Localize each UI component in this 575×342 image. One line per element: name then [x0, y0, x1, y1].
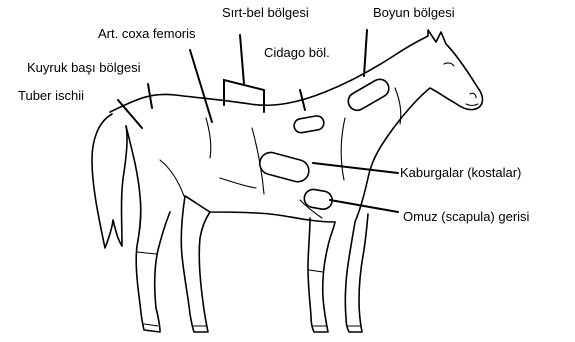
horse-detail-mouth [466, 104, 478, 106]
label-sirt-bel: Sırt-bel bölgesi [222, 5, 309, 20]
horse-detail-flank [220, 178, 256, 188]
label-tuber: Tuber ischii [18, 88, 84, 103]
horse-detail-shoulder [341, 118, 345, 180]
horse-fore-leg-right [345, 214, 368, 332]
label-kuyruk: Kuyruk başı bölgesi [27, 60, 140, 75]
marker-neck-region [345, 76, 392, 114]
marker-ribs-region [257, 150, 311, 184]
horse-detail-hock [137, 252, 156, 254]
label-cidago: Cidago böl. [264, 45, 330, 60]
leader-boyun [364, 30, 367, 76]
marker-withers-region [293, 115, 325, 134]
horse-hind-leg-rear [126, 126, 170, 332]
horse-detail-nostril [470, 93, 476, 98]
horse-illustration [92, 30, 483, 332]
horse-detail-eye [444, 63, 454, 66]
leader-kaburgalar [313, 163, 398, 173]
horse-fore-leg-left [308, 218, 335, 332]
horse-tail [92, 114, 127, 248]
horse-detail-hip [206, 118, 211, 158]
label-art-coxa: Art. coxa femoris [98, 26, 196, 41]
leader-tuber [118, 100, 142, 128]
label-kaburgalar: Kaburgalar (kostalar) [400, 165, 521, 180]
body-region-markers [224, 76, 392, 211]
leader-sirt-bel [240, 35, 244, 84]
label-boyun: Boyun bölgesi [373, 5, 455, 20]
horse-detail-stifle [160, 160, 184, 196]
horse-hind-leg-front [181, 196, 210, 332]
label-leader-lines [118, 30, 398, 212]
label-omuz: Omuz (scapula) gerisi [403, 209, 529, 224]
leader-art-coxa [190, 50, 212, 122]
horse-detail-hoof-hind1 [144, 324, 158, 326]
leader-omuz [330, 200, 398, 212]
horse-detail-knee-fore [309, 270, 323, 272]
